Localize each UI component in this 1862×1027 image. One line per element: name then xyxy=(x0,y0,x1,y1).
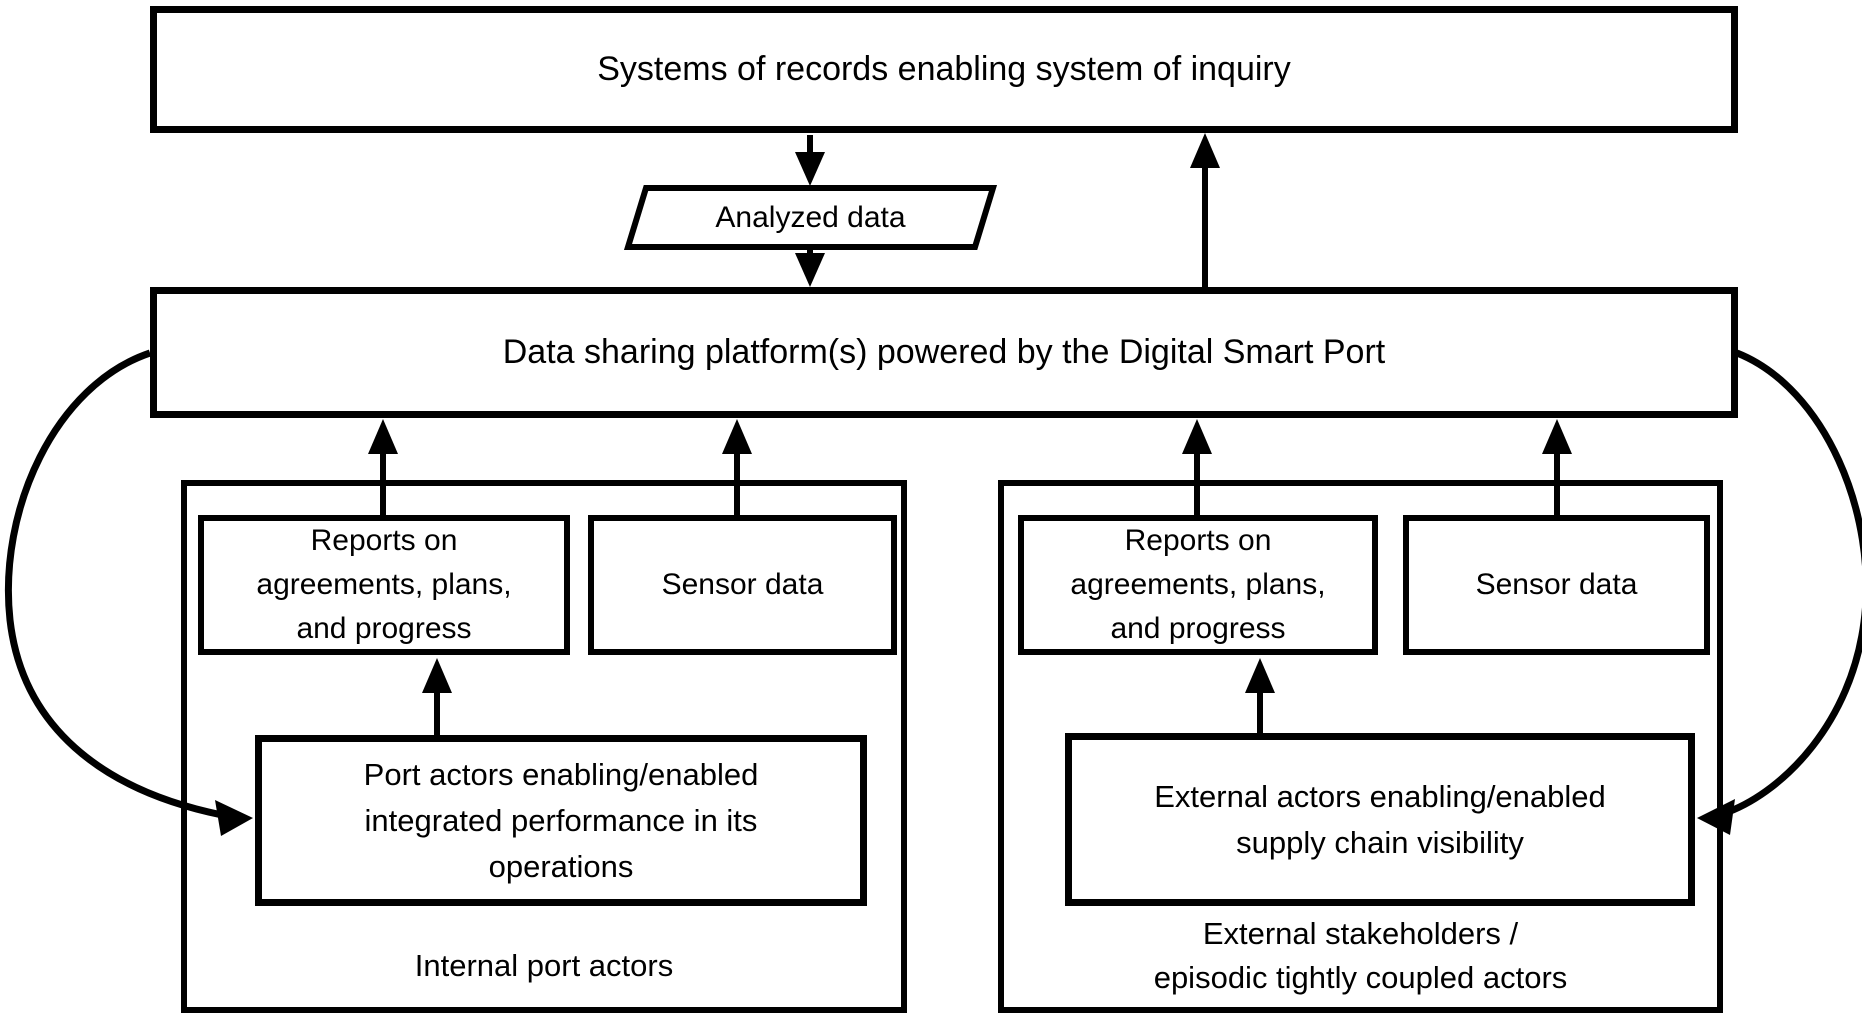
data-sharing-platform-box: Data sharing platform(s) powered by the … xyxy=(150,287,1738,418)
external-group-caption: External stakeholders / episodic tightly… xyxy=(1153,916,1568,995)
arrow-internal-sensor-to-platform-head xyxy=(722,419,752,454)
arrow-records-to-analyzed-head xyxy=(795,152,825,186)
external-group-frame xyxy=(998,480,1723,1013)
external-actors-box: External actors enabling/enabled supply … xyxy=(1065,733,1695,906)
internal-reports-box: Reports on agreements, plans, and progre… xyxy=(198,515,570,655)
analyzed-data-label: Analyzed data xyxy=(715,200,906,234)
arrow-platform-to-records-head xyxy=(1190,133,1220,168)
internal-group-caption: Internal port actors xyxy=(414,948,674,983)
internal-sensor-data-box: Sensor data xyxy=(588,515,897,655)
arrow-internal-reports-to-platform-head xyxy=(368,419,398,454)
arrow-analyzed-to-platform-head xyxy=(795,253,825,287)
systems-of-records-box: Systems of records enabling system of in… xyxy=(150,6,1738,133)
port-actors-box: Port actors enabling/enabled integrated … xyxy=(255,735,867,906)
arrow-external-sensor-to-platform-head xyxy=(1542,419,1572,454)
external-sensor-data-box: Sensor data xyxy=(1403,515,1710,655)
arrow-external-reports-to-platform-head xyxy=(1182,419,1212,454)
curve-platform-to-external-actors xyxy=(1726,349,1862,816)
external-reports-box: Reports on agreements, plans, and progre… xyxy=(1018,515,1378,655)
